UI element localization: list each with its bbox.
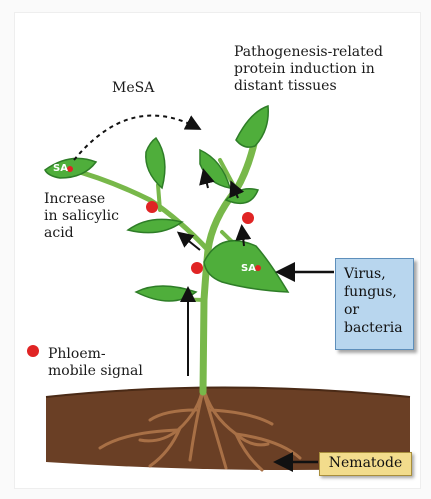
sa-right-label: SA <box>241 263 256 274</box>
sa-left-label: SA <box>53 163 68 174</box>
leaf-right-small <box>226 189 258 204</box>
leaf-mid-left <box>128 219 182 232</box>
virus-fungus-bacteria-box: Virus, fungus, or bacteria <box>335 258 414 350</box>
phloem-signal-label: Phloem- mobile signal <box>48 346 143 380</box>
leaf-top-center <box>146 138 165 188</box>
mesa-arrow <box>74 116 198 160</box>
leaf-top-right <box>236 106 268 147</box>
mesa-label: MeSA <box>112 80 154 96</box>
pr-induction-label: Pathogenesis-related protein induction i… <box>234 44 383 95</box>
nematode-box: Nematode <box>319 452 412 476</box>
increase-sa-label: Increase in salicylic acid <box>44 191 119 242</box>
legend-dot <box>27 345 39 357</box>
